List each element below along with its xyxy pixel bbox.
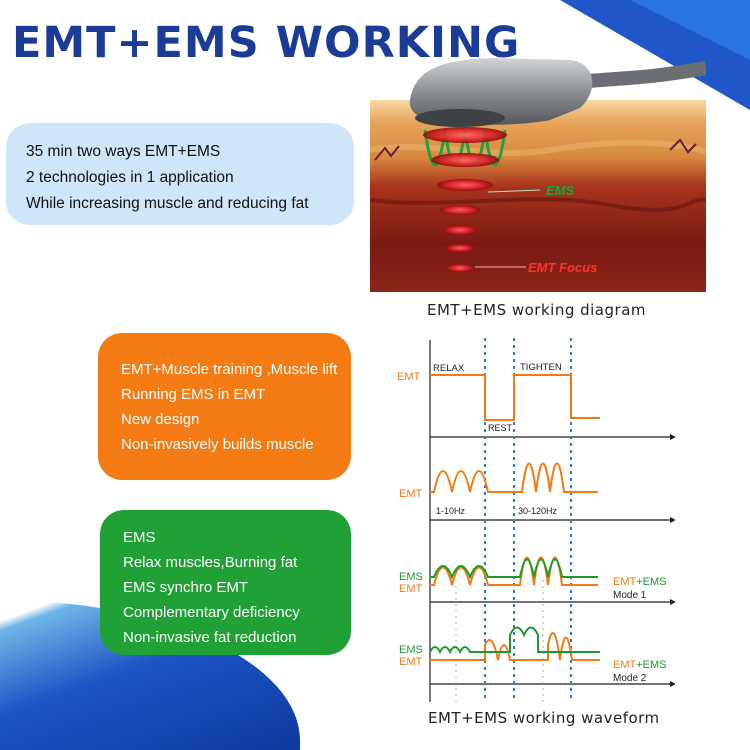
- legend-plus: +: [636, 576, 642, 588]
- ems-axis-label-2: EMS: [399, 644, 423, 656]
- corner-decoration-top-accent: [630, 0, 750, 60]
- emt-line: Non-invasively builds muscle: [121, 436, 314, 453]
- emt-line: Running EMS in EMT: [121, 386, 266, 403]
- emt-ems-legend-2: EMT+EMS: [613, 659, 667, 671]
- legend-emt: EMT: [613, 659, 637, 671]
- ems-line: EMS: [123, 529, 156, 546]
- waveform-chart: RELAX TIGHTEN REST EMT EMT 1-10Hz 30-120…: [397, 338, 675, 702]
- mode2-label: Mode 2: [613, 673, 647, 684]
- ems-line: EMS synchro EMT: [123, 579, 249, 596]
- legend-ems: EMS: [643, 576, 667, 588]
- relax-label: RELAX: [433, 363, 465, 374]
- ems-callout: EMS: [546, 183, 575, 198]
- emt-ems-legend-1: EMT+EMS: [613, 576, 667, 588]
- legend-emt: EMT: [613, 576, 637, 588]
- legend-plus: +: [636, 659, 642, 671]
- rest-label: REST: [488, 423, 513, 433]
- device-tissue-illustration: EMS EMT Focus: [370, 58, 706, 292]
- ems-box: EMS Relax muscles,Burning fat EMS synchr…: [100, 510, 351, 655]
- emt-line: EMT+Muscle training ,Muscle lift: [121, 361, 338, 378]
- emt-focus-callout: EMT Focus: [528, 260, 597, 275]
- intro-box: 35 min two ways EMT+EMS 2 technologies i…: [6, 123, 354, 225]
- emt-axis-label-3: EMT: [399, 583, 423, 595]
- emt-axis-label-4: EMT: [399, 656, 423, 668]
- intro-line: 2 technologies in 1 application: [26, 169, 234, 186]
- diagram-caption: EMT+EMS working diagram: [427, 301, 646, 319]
- low-frequency-label: 1-10Hz: [436, 506, 466, 516]
- mode1-label: Mode 1: [613, 590, 647, 601]
- ems-line: Complementary deficiency: [123, 604, 300, 621]
- ems-line: Non-invasive fat reduction: [123, 629, 297, 646]
- tighten-label: TIGHTEN: [520, 362, 562, 373]
- ems-line: Relax muscles,Burning fat: [123, 554, 298, 571]
- emt-line: New design: [121, 411, 200, 428]
- ems-axis-label: EMS: [399, 571, 423, 583]
- high-frequency-label: 30-120Hz: [518, 506, 558, 516]
- intro-line: While increasing muscle and reducing fat: [26, 195, 309, 212]
- page-title: EMT+EMS WORKING: [12, 18, 521, 68]
- waveform-caption: EMT+EMS working waveform: [428, 709, 660, 727]
- emt-box: EMT+Muscle training ,Muscle lift Running…: [98, 333, 351, 480]
- legend-ems: EMS: [643, 659, 667, 671]
- emt-axis-label-2: EMT: [399, 488, 423, 500]
- emt-axis-label: EMT: [397, 371, 421, 383]
- intro-line: 35 min two ways EMT+EMS: [26, 143, 221, 160]
